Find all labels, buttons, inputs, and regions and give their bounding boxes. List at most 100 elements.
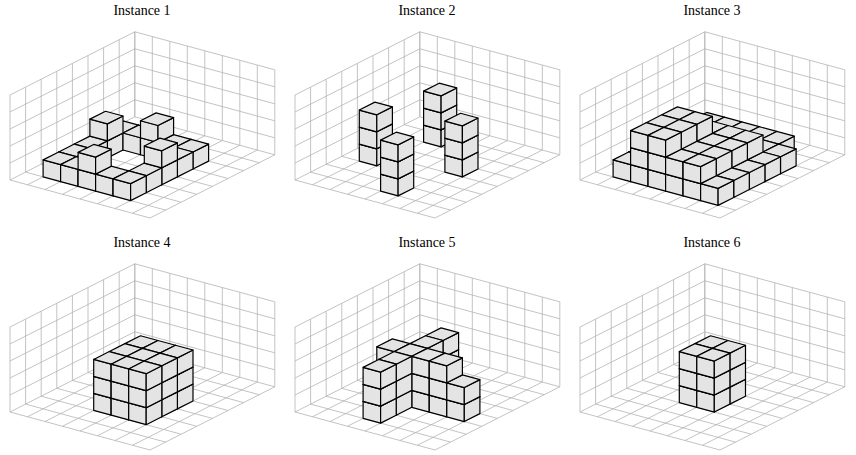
grid-line xyxy=(10,83,135,146)
grid-line xyxy=(774,283,775,368)
grid-line xyxy=(705,66,845,104)
grid-line xyxy=(10,281,135,344)
grid-line xyxy=(135,281,275,319)
grid-line xyxy=(56,303,57,388)
grid-line xyxy=(239,60,240,145)
grid-line xyxy=(524,60,525,145)
grid-line xyxy=(580,264,705,327)
cube-stack xyxy=(679,336,745,412)
grid-line xyxy=(595,87,596,172)
cube-face xyxy=(381,132,414,145)
grid-line xyxy=(169,41,170,126)
grid-line xyxy=(135,298,275,336)
grid-line xyxy=(580,315,705,378)
grid-line xyxy=(310,319,311,404)
grid-line xyxy=(774,51,775,136)
cube-face xyxy=(141,113,174,126)
grid-line xyxy=(10,327,11,412)
grid-line xyxy=(419,32,420,117)
cube-face xyxy=(697,348,730,361)
cube-face xyxy=(78,144,111,157)
grid-line xyxy=(88,288,89,373)
instance-title: Instance 2 xyxy=(398,3,455,19)
instance-grid xyxy=(580,32,845,218)
grid-line xyxy=(705,83,845,121)
grid-line xyxy=(472,278,473,363)
grid-line xyxy=(56,71,57,156)
instance-title: Instance 3 xyxy=(683,3,740,19)
grid-line xyxy=(88,56,89,141)
grid-line xyxy=(134,264,135,349)
grid-line xyxy=(559,70,560,155)
grid-line xyxy=(704,264,705,349)
grid-line xyxy=(435,155,560,218)
grid-line xyxy=(580,95,581,180)
grid-line xyxy=(507,288,508,373)
grid-line xyxy=(10,264,135,327)
grid-line xyxy=(222,288,223,373)
grid-line xyxy=(10,32,135,95)
grid-line xyxy=(239,292,240,377)
grid-line xyxy=(103,280,104,365)
grid-line xyxy=(705,264,845,302)
cube-face xyxy=(144,138,177,151)
grid-line xyxy=(295,100,420,163)
grid-line xyxy=(295,32,420,95)
cube-face xyxy=(129,361,162,374)
grid-line xyxy=(704,32,705,117)
grid-line xyxy=(611,311,612,396)
grid-line xyxy=(420,32,560,70)
grid-line xyxy=(611,79,612,164)
grid-line xyxy=(626,303,627,388)
instance-grid xyxy=(10,32,275,218)
grid-line xyxy=(295,83,420,146)
grid-line xyxy=(204,51,205,136)
grid-line xyxy=(673,280,674,365)
grid-line xyxy=(689,357,829,395)
cube-face xyxy=(363,359,396,372)
grid-line xyxy=(25,319,26,404)
grid-line xyxy=(844,70,845,155)
grid-line xyxy=(133,382,258,445)
grid-line xyxy=(626,71,627,156)
grid-line xyxy=(580,49,705,112)
grid-line xyxy=(595,319,596,404)
instance-title: Instance 1 xyxy=(113,3,170,19)
grid-line xyxy=(326,311,327,396)
instance-title: Instance 4 xyxy=(113,235,170,251)
grid-line xyxy=(274,302,275,387)
grid-line xyxy=(10,66,135,129)
grid-line xyxy=(705,49,845,87)
grid-line xyxy=(404,40,405,125)
grid-line xyxy=(580,327,581,412)
grid-line xyxy=(642,295,643,380)
cube-stack xyxy=(43,111,209,200)
cube-face xyxy=(90,111,123,124)
grid-line xyxy=(119,40,120,125)
grid-line xyxy=(542,297,543,382)
instance-title: Instance 5 xyxy=(398,235,455,251)
grid-line xyxy=(257,65,258,150)
grid-line xyxy=(134,32,135,117)
grid-line xyxy=(658,288,659,373)
grid-line xyxy=(689,272,690,357)
grid-line xyxy=(542,65,543,150)
grid-line xyxy=(559,302,560,387)
grid-line xyxy=(41,79,42,164)
grid-line xyxy=(705,298,845,336)
grid-line xyxy=(295,66,420,129)
grid-line xyxy=(135,32,275,70)
cube-face xyxy=(683,154,716,167)
grid-line xyxy=(704,264,705,349)
grid-line xyxy=(420,49,560,87)
cube-face xyxy=(424,83,457,96)
grid-line xyxy=(489,283,490,368)
grid-line xyxy=(135,264,275,302)
grid-line xyxy=(373,288,374,373)
grid-line xyxy=(135,66,275,104)
cube-stack xyxy=(613,107,796,205)
grid-line xyxy=(419,264,420,349)
grid-line xyxy=(72,63,73,148)
grid-line xyxy=(295,281,420,344)
